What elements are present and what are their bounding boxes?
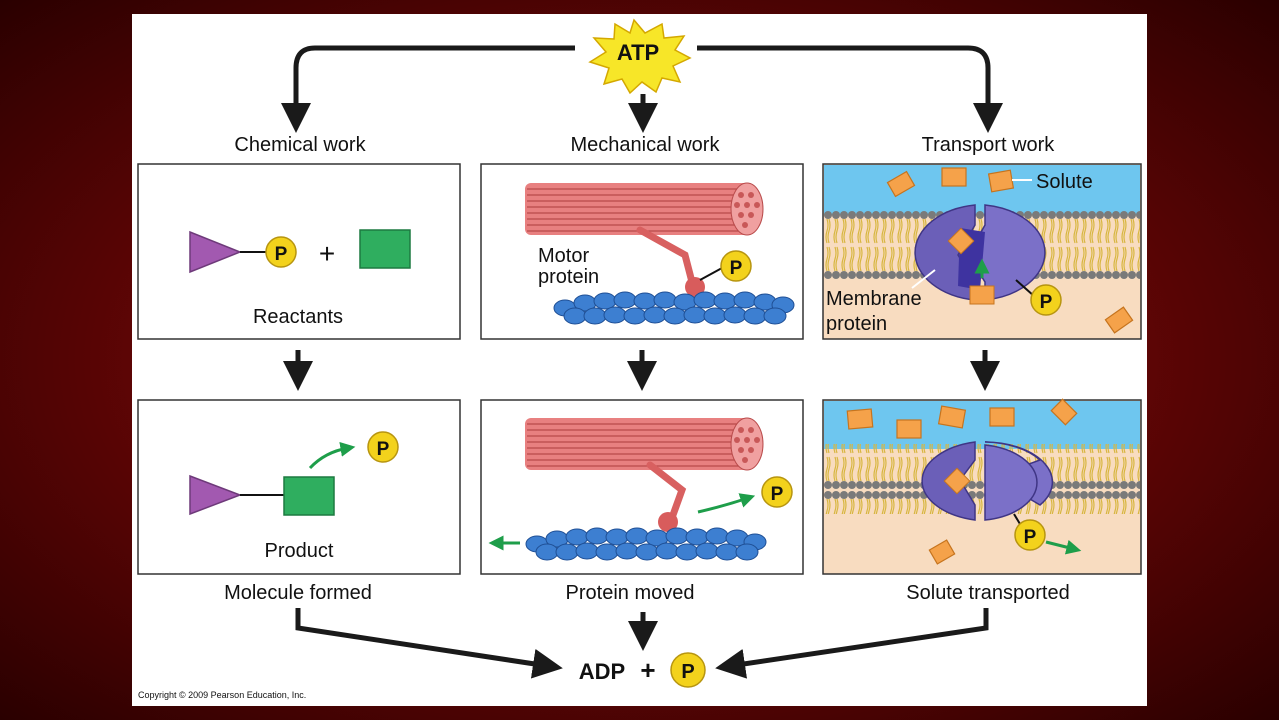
product-triangle xyxy=(189,474,243,516)
motor-protein-neck xyxy=(636,226,696,286)
chemical-after-panel: P Product xyxy=(137,399,461,575)
motor-protein-head xyxy=(658,512,678,532)
atp-label: ATP xyxy=(617,40,659,65)
release-arrow xyxy=(697,493,756,514)
chemical-work-title: Chemical work xyxy=(234,134,366,156)
bottom-plus-sign: + xyxy=(640,655,655,685)
solute-icon xyxy=(969,285,995,305)
motor-label-line-2: protein xyxy=(538,266,599,288)
phosphate-label: P xyxy=(771,484,784,505)
actin-filament xyxy=(525,527,767,561)
bottom-arrows xyxy=(295,608,989,679)
protein-moved-label: Protein moved xyxy=(566,582,695,604)
solute-icon xyxy=(947,227,975,255)
molecule-formed-label: Molecule formed xyxy=(224,582,372,604)
copyright-text: Copyright © 2009 Pearson Education, Inc. xyxy=(138,690,306,700)
chemical-before-panel: P + Reactants xyxy=(137,163,461,340)
phosphate-label: P xyxy=(377,439,390,460)
reactants-label: Reactants xyxy=(253,306,343,328)
solute-transported-label: Solute transported xyxy=(906,582,1069,604)
membrane-label-line-1: Membrane xyxy=(826,288,922,310)
release-arrow xyxy=(1045,539,1082,555)
motor-protein-head xyxy=(685,277,705,297)
membrane-label-line-2: protein xyxy=(826,313,887,335)
muscle-filament xyxy=(524,182,764,236)
adp-plus-phosphate: ADP + P xyxy=(579,652,706,688)
lipid-bilayer xyxy=(824,444,1140,514)
plus-sign: + xyxy=(319,238,335,269)
transport-after-panel: P xyxy=(822,398,1142,575)
bottom-phosphate-label: P xyxy=(681,661,694,683)
phosphate-label: P xyxy=(275,244,288,265)
muscle-filament xyxy=(524,417,764,471)
product-square xyxy=(283,476,335,516)
atp-starburst: ATP xyxy=(588,18,692,95)
solutes-outside xyxy=(886,167,1134,334)
solutes-outside xyxy=(846,398,1078,565)
reactant-triangle xyxy=(189,230,243,274)
actin-filament xyxy=(553,291,795,325)
motor-protein-neck xyxy=(646,461,687,519)
release-arrow xyxy=(308,441,356,470)
phosphate-label: P xyxy=(730,258,743,279)
phosphate-label: P xyxy=(1040,292,1053,313)
transport-before-panel: Solute P Membrane protein xyxy=(822,163,1142,340)
mechanical-after-panel: P xyxy=(480,399,804,575)
mechanical-work-title: Mechanical work xyxy=(571,134,721,156)
mechanical-before-panel: P Motor protein xyxy=(480,163,804,340)
solute-icon xyxy=(943,467,971,495)
solute-label: Solute xyxy=(1036,171,1093,193)
phosphate-label: P xyxy=(1024,527,1037,548)
adp-label: ADP xyxy=(579,659,625,684)
product-label: Product xyxy=(265,540,334,562)
top-arrows xyxy=(281,45,1003,133)
reactant-square xyxy=(359,229,411,269)
phosphate-icon xyxy=(670,652,706,688)
transport-work-title: Transport work xyxy=(922,134,1056,156)
middle-arrows xyxy=(283,350,1000,391)
motor-label-line-1: Motor xyxy=(538,245,589,267)
